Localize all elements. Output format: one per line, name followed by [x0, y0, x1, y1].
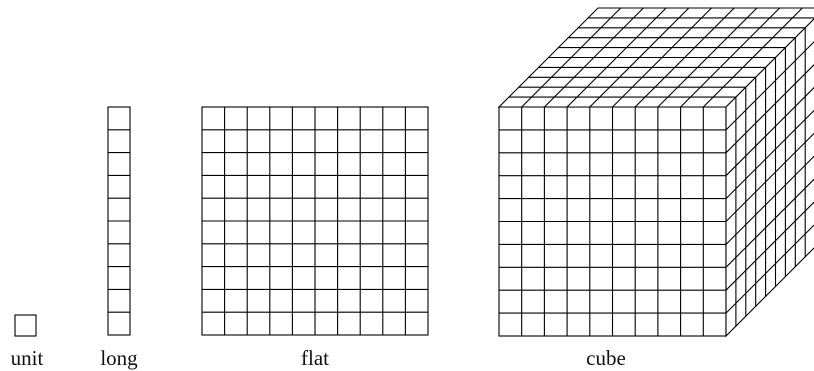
long-block: [107, 106, 131, 336]
cube-side-face: [725, 18, 814, 338]
cube-top-face: [497, 7, 814, 108]
cube-block: [497, 7, 814, 338]
unit-outline: [14, 314, 37, 337]
long-label: long: [100, 346, 138, 370]
flat-block: [201, 106, 429, 336]
unit-block: [14, 314, 37, 337]
cube-front-face: [498, 106, 727, 337]
cube-label: cube: [586, 346, 626, 370]
flat-label: flat: [301, 346, 329, 370]
unit-label: unit: [11, 346, 44, 370]
